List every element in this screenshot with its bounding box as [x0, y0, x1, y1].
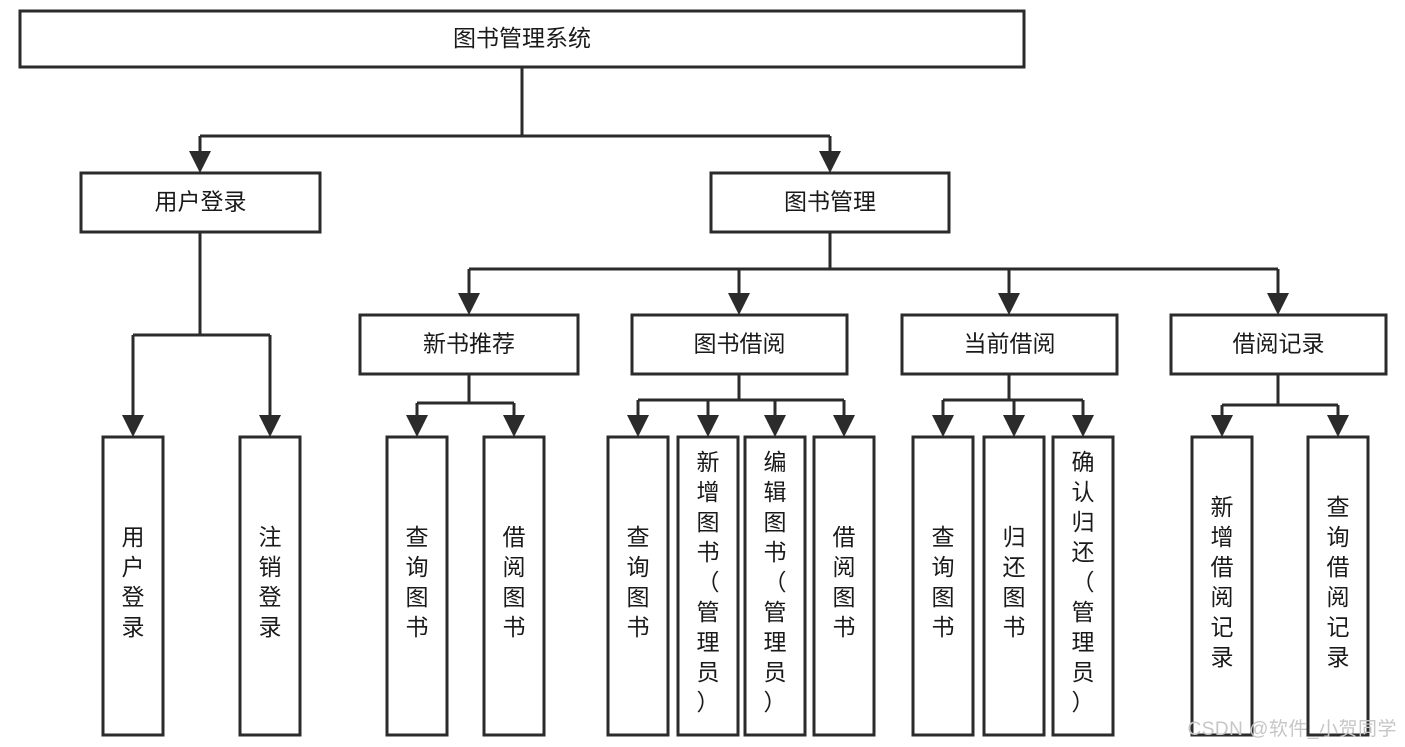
node-leaf-return-book[interactable]: 归还图书	[982, 435, 1046, 737]
node-label-leaf-add-book-admin: 新增图书（管理员）	[697, 449, 720, 715]
node-box-leaf-query-book-borrow	[606, 435, 670, 737]
node-box-leaf-confirm-return-admin	[1051, 435, 1115, 737]
node-box-leaf-borrow-book-new	[482, 435, 546, 737]
node-box-leaf-return-book	[982, 435, 1046, 737]
node-label-leaf-query-book-borrow: 查询图书	[627, 524, 650, 640]
node-leaf-user-login[interactable]: 用户登录	[101, 435, 165, 737]
arrow-head-icon	[503, 415, 525, 437]
arrow-head-icon	[1003, 415, 1025, 437]
node-label-leaf-query-book-current: 查询图书	[932, 524, 955, 640]
node-label-current-borrow: 当前借阅	[964, 331, 1056, 357]
node-box-leaf-add-borrow-record	[1190, 435, 1254, 737]
node-root[interactable]: 图书管理系统	[18, 9, 1026, 69]
node-label-book-management: 图书管理	[784, 189, 876, 215]
node-new-book-recommend[interactable]: 新书推荐	[358, 313, 580, 376]
connector-leaf-bus-0	[133, 232, 270, 337]
node-label-leaf-user-login: 用户登录	[122, 524, 145, 640]
node-box-leaf-add-book-admin	[676, 435, 740, 737]
node-box-book-management	[709, 171, 951, 234]
arrow-head-icon	[259, 415, 281, 437]
arrow-head-icon	[627, 415, 649, 437]
node-box-leaf-user-login	[101, 435, 165, 737]
node-label-leaf-edit-book-admin: 编辑图书（管理员）	[764, 449, 787, 715]
arrow-head-icon	[458, 293, 480, 315]
node-layer: 图书管理系统用户登录图书管理新书推荐图书借阅当前借阅借阅记录用户登录注销登录查询…	[18, 9, 1388, 737]
node-leaf-borrow-book[interactable]: 借阅图书	[812, 435, 876, 737]
csdn-watermark: CSDN @软件_小贺同学	[1187, 719, 1397, 740]
node-leaf-query-borrow-record[interactable]: 查询借阅记录	[1306, 435, 1370, 737]
arrow-head-icon	[697, 415, 719, 437]
node-label-leaf-borrow-book: 借阅图书	[833, 524, 856, 640]
node-label-borrow-record: 借阅记录	[1233, 331, 1325, 357]
arrow-head-icon	[189, 151, 211, 173]
node-box-current-borrow	[900, 313, 1119, 376]
node-leaf-confirm-return-admin[interactable]: 确认归还（管理员）	[1051, 435, 1115, 737]
node-label-user-login: 用户登录	[155, 189, 247, 215]
node-box-leaf-borrow-book	[812, 435, 876, 737]
node-label-book-borrow: 图书借阅	[694, 331, 786, 357]
node-box-leaf-logout	[238, 435, 302, 737]
node-label-leaf-add-borrow-record: 新增借阅记录	[1211, 494, 1234, 670]
connector-leaf-bus-3	[943, 374, 1083, 402]
node-leaf-add-book-admin[interactable]: 新增图书（管理员）	[676, 435, 740, 737]
arrow-head-icon	[728, 293, 750, 315]
node-leaf-borrow-book-new[interactable]: 借阅图书	[482, 435, 546, 737]
node-leaf-add-borrow-record[interactable]: 新增借阅记录	[1190, 435, 1254, 737]
connector-book-mgmt-bus	[469, 232, 1278, 271]
node-book-borrow[interactable]: 图书借阅	[630, 313, 849, 376]
node-box-root	[18, 9, 1026, 69]
node-leaf-query-book-borrow[interactable]: 查询图书	[606, 435, 670, 737]
connector-leaf-bus-2	[638, 374, 844, 402]
node-box-book-borrow	[630, 313, 849, 376]
arrow-head-icon	[1327, 415, 1349, 437]
node-box-new-book-recommend	[358, 313, 580, 376]
node-leaf-edit-book-admin[interactable]: 编辑图书（管理员）	[743, 435, 807, 737]
arrow-head-icon	[122, 415, 144, 437]
node-box-leaf-query-book-new	[385, 435, 449, 737]
connector-leaf-bus-1	[417, 374, 514, 405]
node-box-user-login	[79, 171, 322, 234]
arrow-head-icon	[819, 151, 841, 173]
node-leaf-logout[interactable]: 注销登录	[238, 435, 302, 737]
node-label-leaf-confirm-return-admin: 确认归还（管理员）	[1072, 449, 1095, 715]
node-borrow-record[interactable]: 借阅记录	[1169, 313, 1388, 376]
node-label-leaf-query-borrow-record: 查询借阅记录	[1327, 494, 1350, 670]
arrow-head-icon	[764, 415, 786, 437]
connector-leaf-bus-4	[1222, 374, 1338, 407]
node-label-leaf-return-book: 归还图书	[1003, 524, 1026, 640]
arrow-head-icon	[406, 415, 428, 437]
connector-layer	[122, 67, 1349, 437]
node-current-borrow[interactable]: 当前借阅	[900, 313, 1119, 376]
node-box-borrow-record	[1169, 313, 1388, 376]
node-label-leaf-query-book-new: 查询图书	[406, 524, 429, 640]
arrow-head-icon	[998, 293, 1020, 315]
node-leaf-query-book-new[interactable]: 查询图书	[385, 435, 449, 737]
node-box-leaf-query-borrow-record	[1306, 435, 1370, 737]
node-label-leaf-borrow-book-new: 借阅图书	[503, 524, 526, 640]
arrow-head-icon	[1072, 415, 1094, 437]
connector-root-bus	[200, 67, 830, 138]
arrow-head-icon	[932, 415, 954, 437]
node-book-management[interactable]: 图书管理	[709, 171, 951, 234]
node-box-leaf-query-book-current	[911, 435, 975, 737]
arrow-head-icon	[1211, 415, 1233, 437]
node-box-leaf-edit-book-admin	[743, 435, 807, 737]
node-label-leaf-logout: 注销登录	[259, 524, 282, 640]
node-user-login[interactable]: 用户登录	[79, 171, 322, 234]
arrow-head-icon	[833, 415, 855, 437]
node-label-new-book-recommend: 新书推荐	[423, 331, 515, 357]
arrow-head-icon	[1267, 293, 1289, 315]
node-leaf-query-book-current[interactable]: 查询图书	[911, 435, 975, 737]
node-label-root: 图书管理系统	[453, 25, 591, 51]
